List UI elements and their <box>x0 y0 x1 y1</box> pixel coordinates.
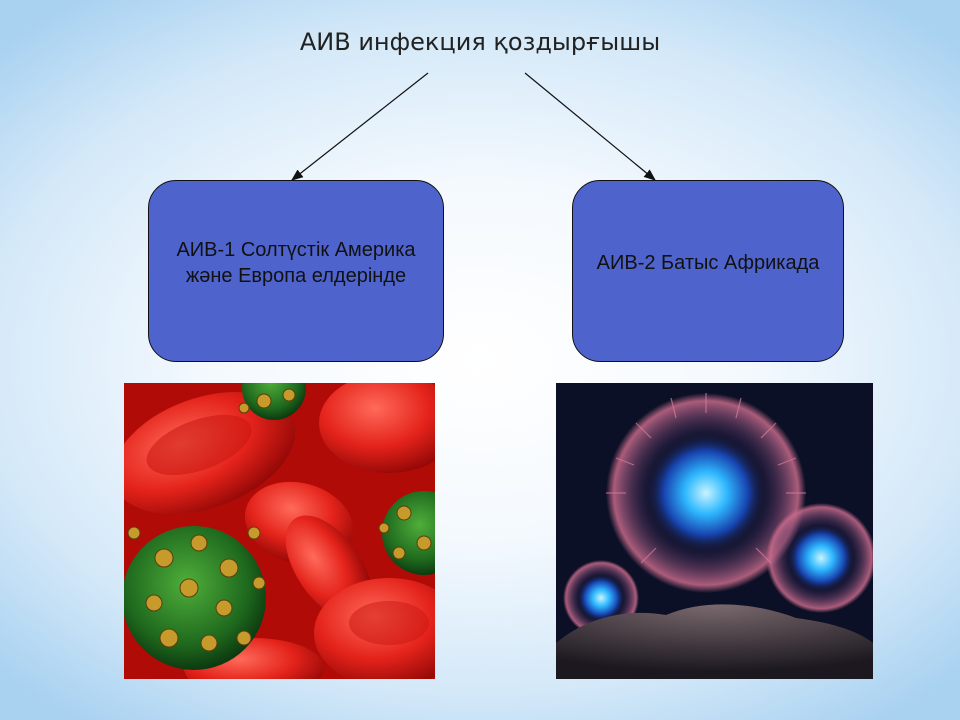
red-blood-cells-image <box>124 383 435 679</box>
hiv2-label: АИВ-2 Батыс Африкада <box>596 252 820 274</box>
slide-title: АИВ инфекция қоздырғышы <box>299 28 661 56</box>
hiv1-label: АИВ-1 Солтүстік Америка және Европа елде… <box>176 239 416 287</box>
hiv1-box: АИВ-1 Солтүстік Америка және Европа елде… <box>148 180 444 362</box>
arrow-right <box>524 72 656 181</box>
hiv2-box: АИВ-2 Батыс Африкада <box>572 180 844 362</box>
arrow-left <box>291 72 429 181</box>
blue-virus-image <box>556 383 873 679</box>
